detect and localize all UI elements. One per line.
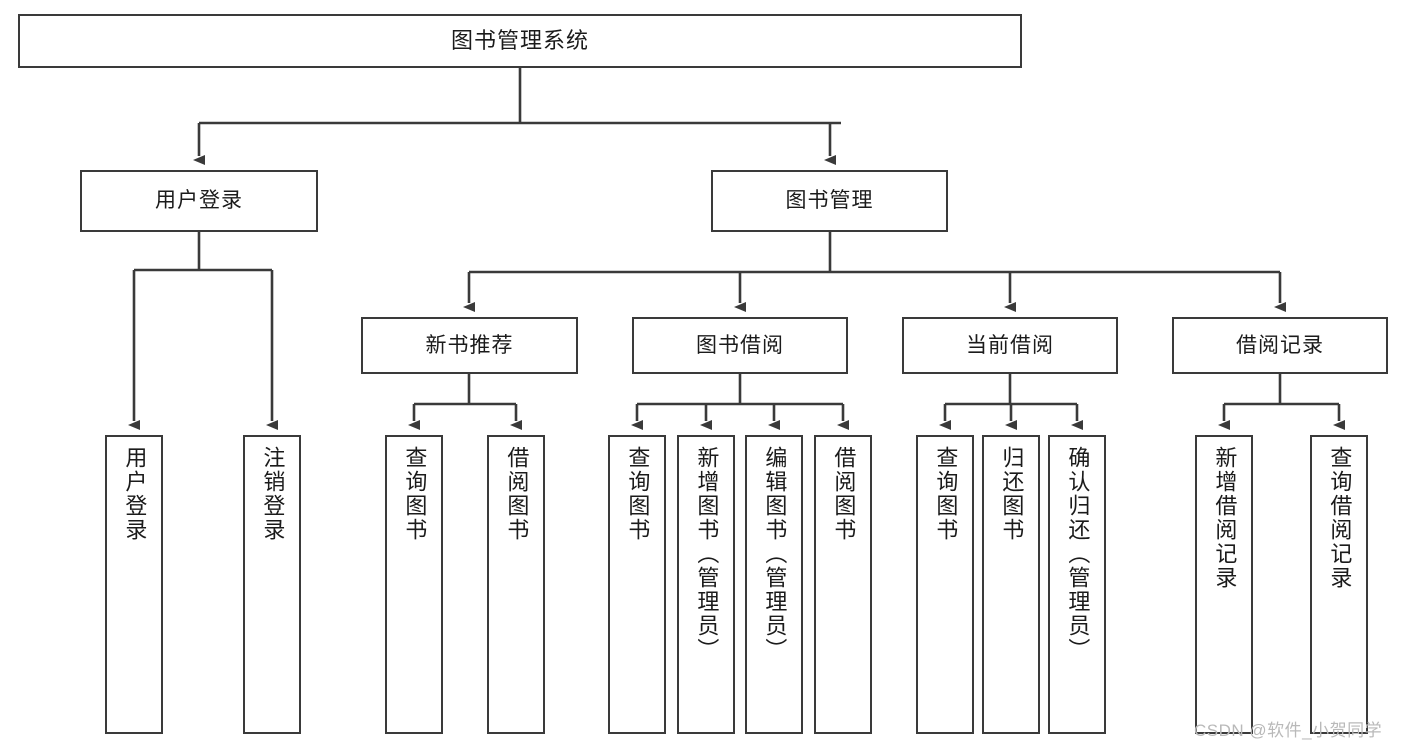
node-new-book-recommendation[interactable]: 新书推荐 bbox=[361, 317, 578, 374]
node-leaf-add-book-admin[interactable]: 新增图书（管理员） bbox=[677, 435, 735, 734]
node-leaf-query-borrow-record[interactable]: 查询借阅记录 bbox=[1310, 435, 1368, 734]
node-leaf-query-books-current[interactable]: 查询图书 bbox=[916, 435, 974, 734]
node-book-borrowing[interactable]: 图书借阅 bbox=[632, 317, 848, 374]
node-root[interactable]: 图书管理系统 bbox=[18, 14, 1022, 68]
node-leaf-label: 新增借阅记录 bbox=[1212, 446, 1238, 590]
node-borrow-records[interactable]: 借阅记录 bbox=[1172, 317, 1388, 374]
node-book-borrowing-label: 图书借阅 bbox=[696, 333, 784, 357]
node-leaf-label: 查询图书 bbox=[625, 446, 651, 542]
node-borrow-records-label: 借阅记录 bbox=[1236, 333, 1324, 357]
node-leaf-edit-book-admin[interactable]: 编辑图书（管理员） bbox=[745, 435, 803, 734]
node-leaf-return-books[interactable]: 归还图书 bbox=[982, 435, 1040, 734]
csdn-watermark: CSDN @软件_小贺同学 bbox=[1194, 721, 1383, 740]
node-leaf-query-books-borrow[interactable]: 查询图书 bbox=[608, 435, 666, 734]
node-leaf-label: 查询借阅记录 bbox=[1327, 446, 1353, 590]
node-leaf-label: 新增图书（管理员） bbox=[694, 446, 720, 662]
node-leaf-borrow-books-new[interactable]: 借阅图书 bbox=[487, 435, 545, 734]
node-leaf-label: 查询图书 bbox=[933, 446, 959, 542]
node-user-login[interactable]: 用户登录 bbox=[80, 170, 318, 232]
node-leaf-query-books-new[interactable]: 查询图书 bbox=[385, 435, 443, 734]
node-leaf-label: 借阅图书 bbox=[504, 446, 530, 542]
node-leaf-confirm-return-admin[interactable]: 确认归还（管理员） bbox=[1048, 435, 1106, 734]
node-new-book-recommendation-label: 新书推荐 bbox=[425, 333, 514, 357]
node-leaf-label: 注销登录 bbox=[260, 446, 286, 542]
node-leaf-label: 用户登录 bbox=[122, 446, 148, 542]
node-leaf-user-login[interactable]: 用户登录 bbox=[105, 435, 163, 734]
node-leaf-logout[interactable]: 注销登录 bbox=[243, 435, 301, 734]
node-leaf-label: 归还图书 bbox=[999, 446, 1025, 542]
node-leaf-label: 查询图书 bbox=[402, 446, 428, 542]
node-leaf-borrow-books[interactable]: 借阅图书 bbox=[814, 435, 872, 734]
node-user-login-label: 用户登录 bbox=[155, 189, 243, 213]
node-current-borrowing[interactable]: 当前借阅 bbox=[902, 317, 1118, 374]
node-root-label: 图书管理系统 bbox=[450, 27, 589, 53]
node-leaf-add-borrow-record[interactable]: 新增借阅记录 bbox=[1195, 435, 1253, 734]
node-leaf-label: 借阅图书 bbox=[831, 446, 857, 542]
node-book-management[interactable]: 图书管理 bbox=[711, 170, 948, 232]
node-book-management-label: 图书管理 bbox=[785, 189, 874, 213]
node-leaf-label: 编辑图书（管理员） bbox=[762, 446, 788, 662]
node-leaf-label: 确认归还（管理员） bbox=[1065, 446, 1091, 662]
node-current-borrowing-label: 当前借阅 bbox=[966, 333, 1054, 357]
